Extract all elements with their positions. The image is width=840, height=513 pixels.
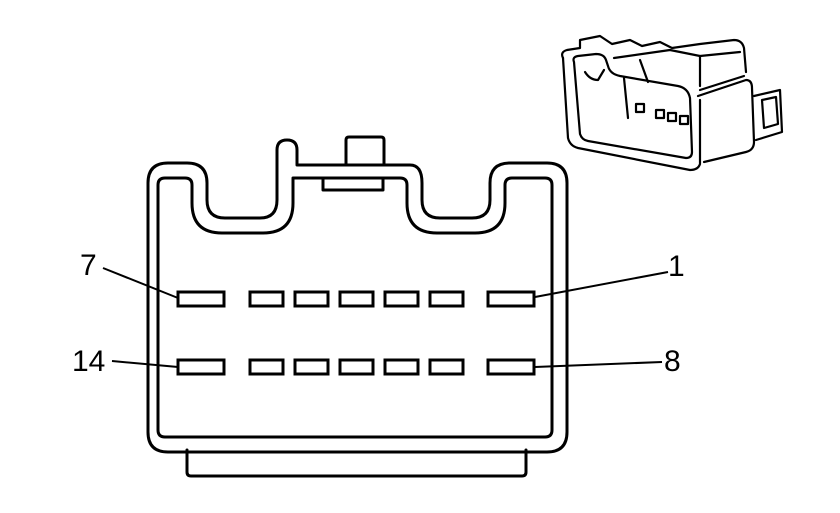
connector-perspective-illustration (561, 34, 784, 172)
pin-cavity-3 (383, 290, 420, 308)
pin-cavity-11 (338, 358, 375, 376)
pin-label-1: 1 (668, 250, 685, 283)
pin-label-7: 7 (80, 249, 97, 282)
locking-tab (344, 135, 386, 167)
pin-cavity-13 (248, 358, 285, 376)
pin-cavity-1 (486, 290, 536, 308)
pin-cavity-9 (428, 358, 465, 376)
connector-base-plate (185, 448, 528, 478)
leader-line-pin-8 (534, 361, 663, 368)
pin-cavity-14 (176, 358, 226, 376)
pin-cavity-12 (293, 358, 330, 376)
pin-cavity-6 (248, 290, 285, 308)
pin-cavity-10 (383, 358, 420, 376)
leader-line-pin-14 (111, 360, 179, 368)
pin-cavity-2 (428, 290, 465, 308)
pin-label-14: 14 (72, 345, 105, 378)
pin-label-8: 8 (664, 345, 681, 378)
pin-cavity-8 (486, 358, 536, 376)
latch-slot (321, 176, 385, 192)
pin-cavity-4 (338, 290, 375, 308)
leader-line-pin-7 (102, 267, 179, 299)
leader-line-pin-1 (534, 271, 669, 298)
connector-housing-inner (156, 176, 554, 439)
pin-cavity-5 (293, 290, 330, 308)
connector-housing-outer (146, 138, 569, 454)
pin-cavities (176, 290, 536, 376)
pin-cavity-7 (176, 290, 226, 308)
